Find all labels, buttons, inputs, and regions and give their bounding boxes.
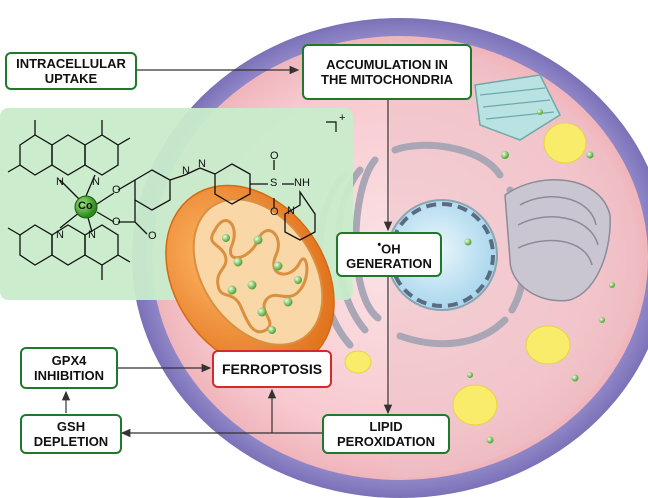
nanoparticle-dots <box>422 86 615 444</box>
gpx4-inhibition-box: GPX4 INHIBITION <box>20 347 118 389</box>
complex-charge-bracket <box>326 121 337 132</box>
cobalt-label: Co <box>78 200 93 212</box>
nucleus <box>386 199 498 311</box>
oh-generation-box: •OH GENERATION <box>336 232 442 277</box>
oh-text: OH <box>381 241 401 257</box>
atom-o3: O <box>148 230 157 242</box>
atom-n-azo1: N <box>182 165 190 177</box>
accumulation-line2: THE MITOCHONDRIA <box>321 72 453 87</box>
atom-o-s2: O <box>270 206 279 218</box>
oh-line2: GENERATION <box>346 256 432 272</box>
cobalt-complex-structure <box>7 120 316 280</box>
ferroptosis-box: FERROPTOSIS <box>212 350 332 388</box>
atom-s: S <box>270 177 278 189</box>
atom-n4: N <box>88 229 96 241</box>
oh-radical-dot: • <box>377 238 382 251</box>
ferroptosis-label: FERROPTOSIS <box>221 360 323 377</box>
gsh-line1: GSH <box>56 419 86 434</box>
gpx4-line2: INHIBITION <box>33 368 105 383</box>
cobalt-center <box>74 195 98 219</box>
lipid-line1: LIPID <box>369 419 403 434</box>
mitochondrion-cristae <box>210 219 309 334</box>
gsh-line2: DEPLETION <box>33 434 109 449</box>
atom-n2: N <box>92 176 100 188</box>
atom-o-s1: O <box>270 150 279 162</box>
complex-charge: + <box>339 112 346 124</box>
lipid-peroxidation-box: LIPID PEROXIDATION <box>322 414 450 454</box>
atom-o1: O <box>112 184 121 196</box>
atom-n3: N <box>56 229 64 241</box>
atom-n-azo2: N <box>198 158 206 170</box>
gsh-depletion-box: GSH DEPLETION <box>20 414 122 454</box>
accumulation-line1: ACCUMULATION IN <box>326 57 448 72</box>
atom-n-pyridine: N <box>287 205 295 217</box>
intracellular-uptake-box: INTRACELLULAR UPTAKE <box>5 52 137 90</box>
uptake-line1: INTRACELLULAR <box>16 56 126 71</box>
mitochondrion <box>165 184 335 372</box>
gpx4-line1: GPX4 <box>51 353 87 368</box>
atom-nh: NH <box>294 177 310 189</box>
atom-n1: N <box>56 176 64 188</box>
atom-o2: O <box>112 216 121 228</box>
lipid-droplets <box>344 122 587 426</box>
uptake-line2: UPTAKE <box>44 71 98 86</box>
accumulation-box: ACCUMULATION IN THE MITOCHONDRIA <box>302 44 472 100</box>
golgi-apparatus <box>504 179 611 302</box>
oh-line1: •OH <box>377 238 400 256</box>
lipid-line2: PEROXIDATION <box>337 434 435 449</box>
